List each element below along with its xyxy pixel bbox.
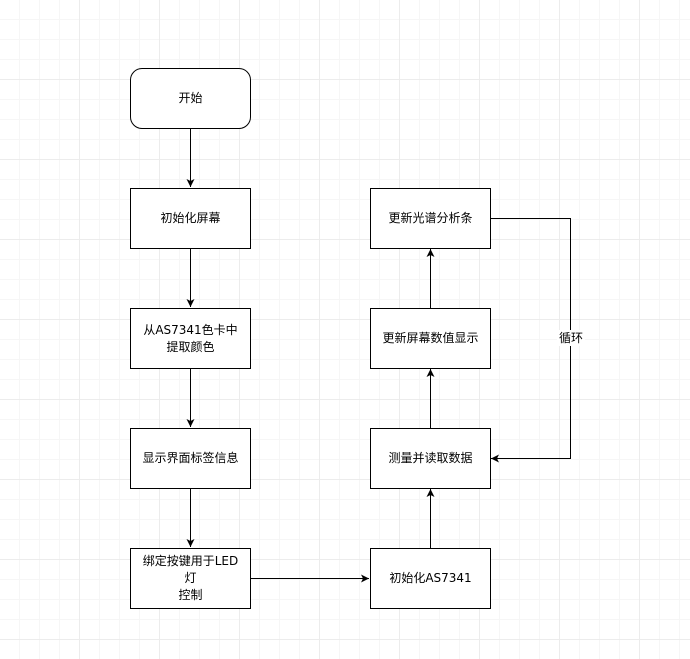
extract-color-label: 从AS7341色卡中 提取颜色 — [143, 322, 238, 354]
measure-label: 测量并读取数据 — [388, 451, 473, 465]
init-sensor-node: 初始化AS7341 — [370, 548, 491, 609]
show-labels-label: 显示界面标签信息 — [142, 451, 239, 465]
update-values-node: 更新屏幕数值显示 — [370, 308, 491, 369]
bind-keys-node: 绑定按键用于LED灯 控制 — [130, 548, 251, 609]
loop-label: 循环 — [557, 330, 586, 346]
update-values-label: 更新屏幕数值显示 — [382, 331, 479, 345]
init-screen-label: 初始化屏幕 — [160, 211, 221, 225]
bind-keys-label: 绑定按键用于LED灯 控制 — [142, 554, 239, 602]
measure-node: 测量并读取数据 — [370, 428, 491, 489]
start-node: 开始 — [130, 68, 251, 129]
init-screen-node: 初始化屏幕 — [130, 188, 251, 249]
start-label: 开始 — [178, 91, 203, 105]
extract-color-node: 从AS7341色卡中 提取颜色 — [130, 308, 251, 369]
update-bars-node: 更新光谱分析条 — [370, 188, 491, 249]
show-labels-node: 显示界面标签信息 — [130, 428, 251, 489]
update-bars-label: 更新光谱分析条 — [388, 211, 473, 225]
init-sensor-label: 初始化AS7341 — [389, 571, 472, 585]
